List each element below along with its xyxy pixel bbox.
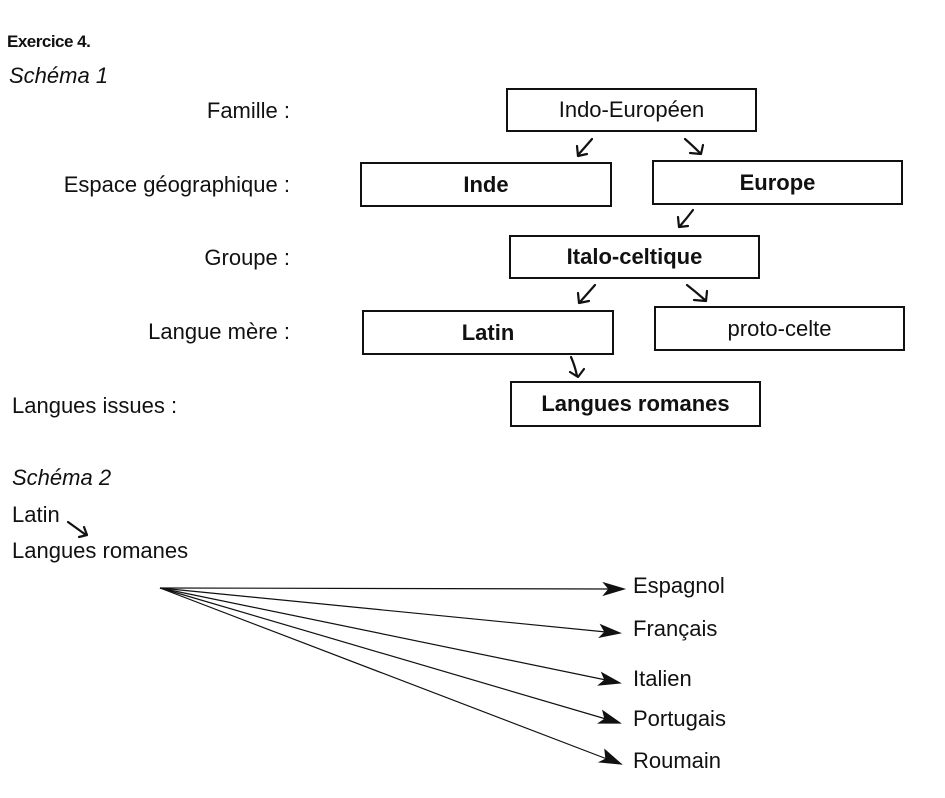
- schema-2-target-langues-romanes: Langues romanes: [12, 538, 189, 563]
- language-francais: Français: [633, 616, 718, 641]
- node-italo-celtique: Italo-celtique: [509, 235, 760, 279]
- node-europe: Europe: [652, 160, 903, 205]
- exercise-title: Exercice 4.: [7, 32, 91, 51]
- language-roumain: Roumain: [633, 748, 722, 773]
- schema-1-title: Schéma 1: [9, 63, 109, 88]
- language-italien: Italien: [633, 666, 692, 691]
- row-label-espace-geographique: Espace géographique :: [63, 172, 290, 197]
- language-portugais: Portugais: [633, 706, 726, 731]
- node-indo-europeen: Indo-Européen: [506, 88, 757, 132]
- arrow-latin-to-langues-romanes-schema2: [66, 520, 89, 539]
- row-label-langue-mere: Langue mère :: [148, 319, 290, 344]
- arrow-italo-to-proto-celte: [685, 283, 709, 303]
- language-espagnol: Espagnol: [633, 573, 725, 598]
- arrow-to-portugais: [159, 587, 622, 724]
- arrow-latin-to-langues-romanes: [568, 355, 586, 379]
- arrow-to-espagnol: [159, 581, 627, 597]
- node-latin: Latin: [362, 310, 614, 355]
- arrow-europe-to-italo-celtique: [676, 208, 695, 229]
- row-label-famille: Famille :: [206, 98, 290, 123]
- arrow-italo-to-latin: [576, 283, 597, 305]
- schema-2-source-latin: Latin: [12, 502, 60, 527]
- row-label-langues-issues: Langues issues :: [12, 393, 178, 418]
- row-label-groupe: Groupe :: [204, 245, 290, 270]
- node-inde: Inde: [360, 162, 612, 207]
- arrow-to-roumain: [159, 587, 623, 765]
- schema-2-title: Schéma 2: [12, 465, 112, 490]
- arrow-to-italien: [159, 587, 622, 686]
- arrow-indo-to-europe: [683, 137, 705, 156]
- arrow-indo-to-inde: [575, 137, 594, 158]
- node-langues-romanes: Langues romanes: [510, 381, 761, 427]
- arrow-to-francais: [159, 587, 623, 638]
- node-proto-celte: proto-celte: [654, 306, 905, 351]
